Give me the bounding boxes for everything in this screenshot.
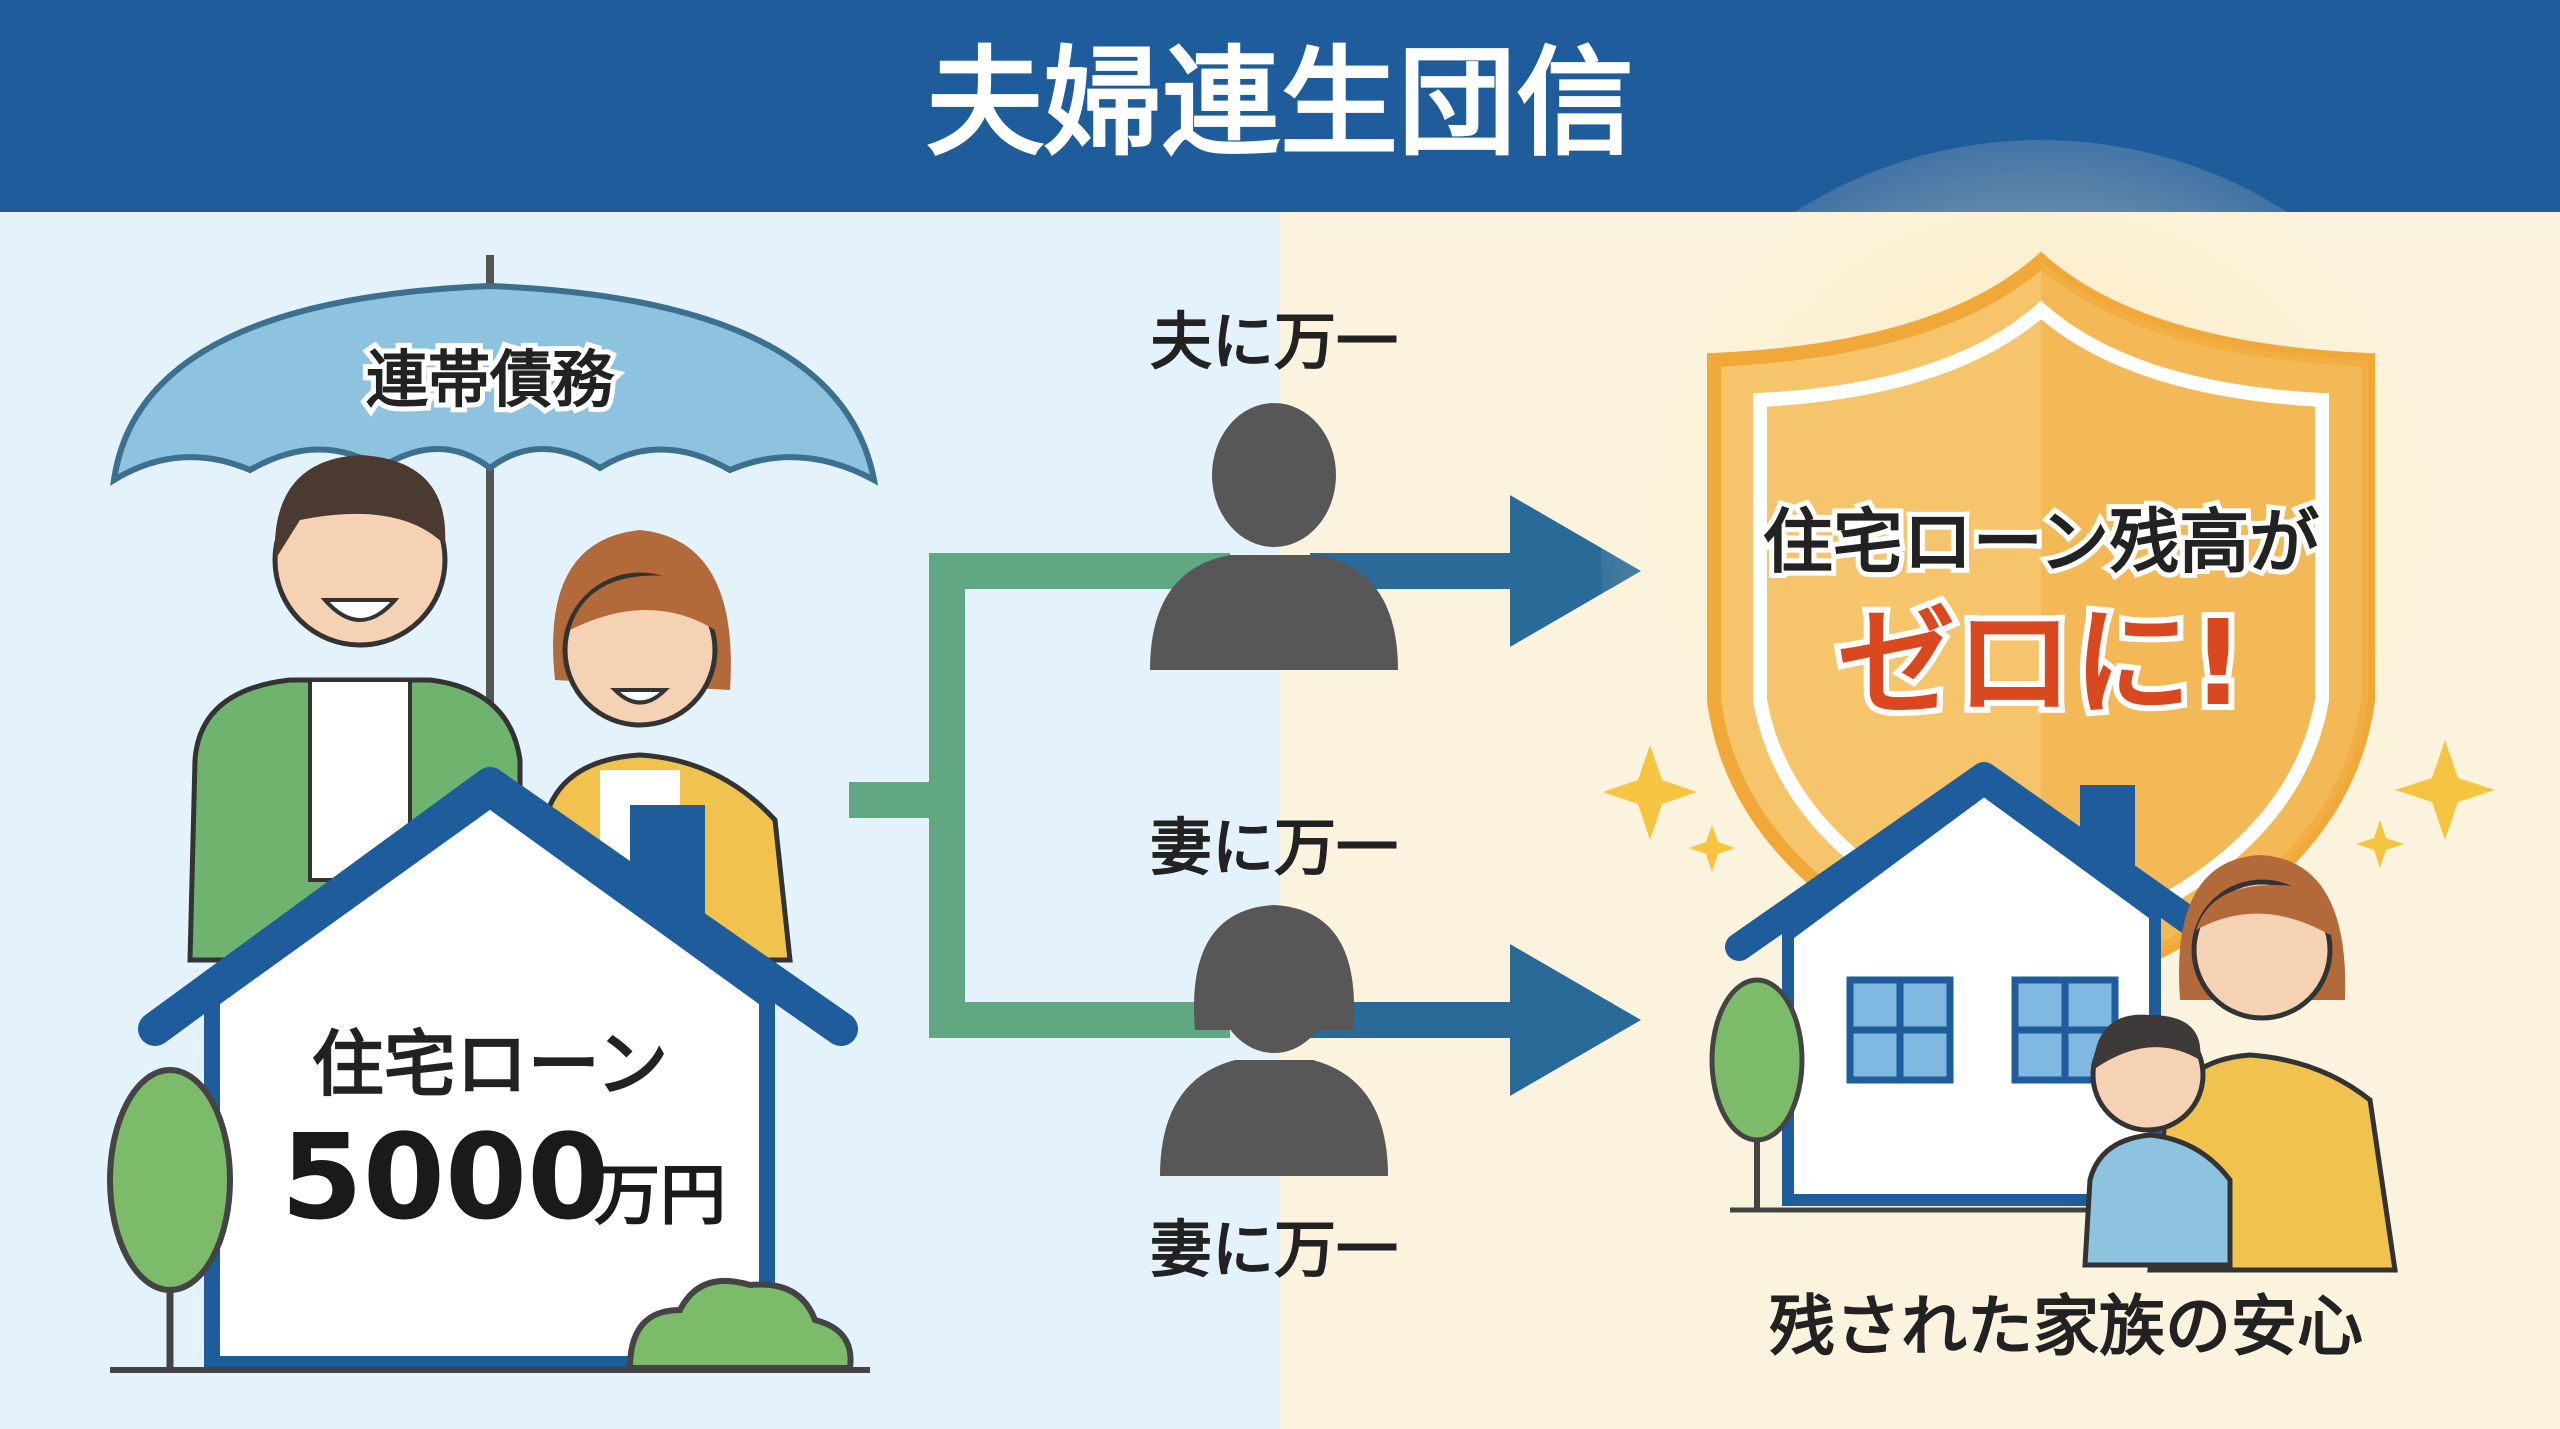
- shield-text-line1: 住宅ローン残高が: [1763, 501, 2320, 583]
- mother-child-figure: [2082, 855, 2398, 1273]
- branch-connector: [849, 553, 1230, 1038]
- husband-figure: [187, 455, 523, 963]
- right-tree-icon: [1709, 977, 2120, 1213]
- loan-amount-number: 5000: [281, 1108, 609, 1246]
- wife-case-label-bottom: 妻に万一: [1150, 1213, 1398, 1286]
- wife-silhouette-icon: [1160, 905, 1388, 1176]
- bush-icon: [626, 1277, 854, 1371]
- family-caption: 残された家族の安心: [1769, 1288, 2363, 1365]
- left-house-icon: [138, 767, 858, 1372]
- loan-amount-unit: 万円: [594, 1157, 726, 1234]
- loan-amount: 5000 万円: [281, 1108, 726, 1246]
- wife-case-label-top: 妻に万一: [1150, 811, 1398, 884]
- page-title: 夫婦連生団信: [926, 34, 1634, 172]
- house-loan-label: 住宅ローン: [312, 1023, 668, 1107]
- shield-text-line2: ゼロに!: [1837, 594, 2245, 732]
- husband-case-label: 夫に万一: [1150, 305, 1398, 378]
- husband-silhouette-icon: [1150, 403, 1398, 670]
- sparkle-icons: [1603, 740, 2495, 872]
- shield-icon: [1707, 251, 2375, 1008]
- umbrella-label: 連帯債務: [366, 343, 615, 416]
